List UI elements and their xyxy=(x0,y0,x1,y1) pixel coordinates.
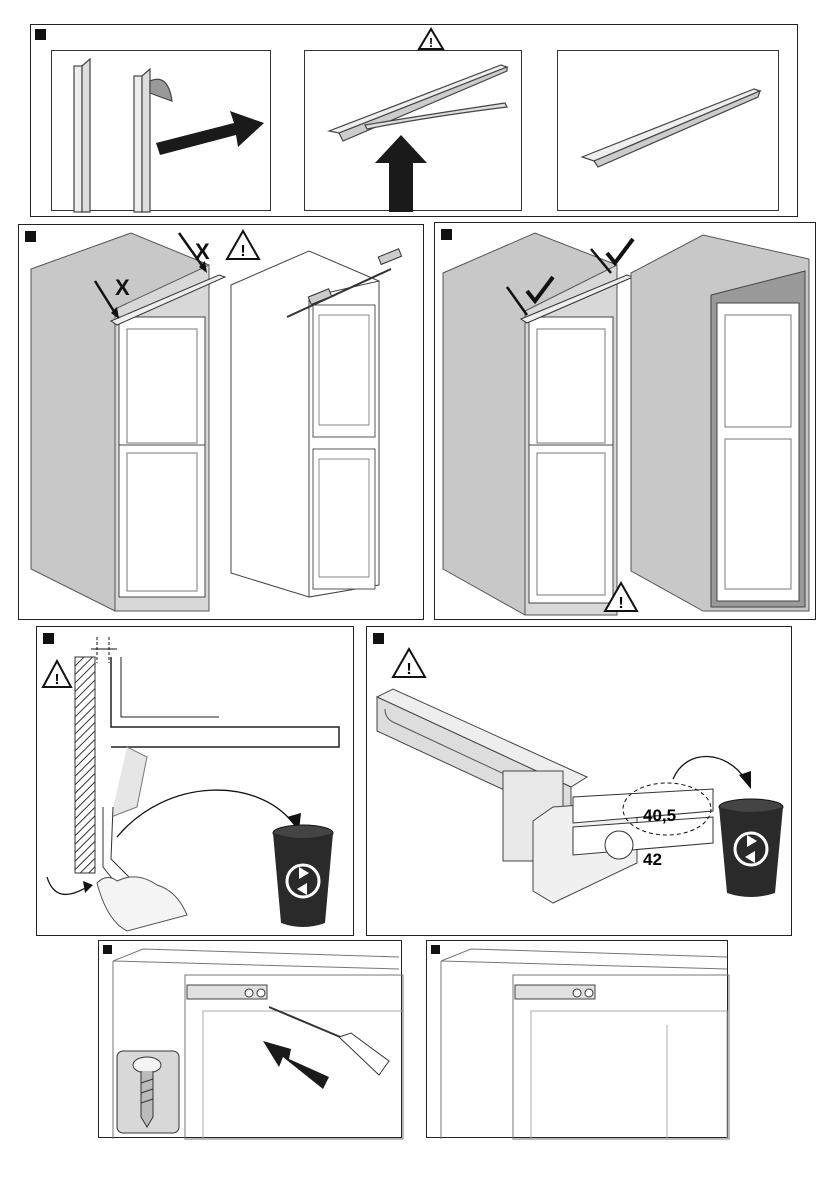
spacer-label-top: 40,5 xyxy=(643,806,676,825)
arrow-icon xyxy=(375,135,427,212)
arrow-icon xyxy=(156,111,264,155)
warning-mark: ! xyxy=(429,35,433,50)
strip-flat-illustration xyxy=(557,50,779,211)
step-spacer: ! 40,5 42 xyxy=(366,626,792,936)
svg-text:!: ! xyxy=(618,595,623,612)
strip-peel-illustration xyxy=(51,50,271,211)
arrow-icon xyxy=(263,1041,329,1089)
screwdriver-icon xyxy=(269,1007,389,1075)
screw-icon xyxy=(117,1051,179,1133)
recycle-bin-icon xyxy=(273,825,333,927)
svg-text:!: ! xyxy=(406,661,411,678)
svg-text:!: ! xyxy=(240,243,245,260)
step-hinge-done xyxy=(426,940,728,1138)
warning-triangle-icon: ! xyxy=(393,649,425,678)
step-screw-hinge xyxy=(98,940,402,1138)
step-gap-check: ! xyxy=(36,626,354,936)
cross-icon: X xyxy=(195,239,210,264)
recycle-bin-icon xyxy=(719,799,783,897)
svg-text:!: ! xyxy=(55,671,60,688)
warning-triangle-icon: ! xyxy=(43,661,71,688)
warning-triangle-icon: ! xyxy=(227,231,259,260)
step-strip-prep: ! xyxy=(30,24,798,217)
step-correct-placement: ! xyxy=(434,222,816,620)
spacer-label-bottom: 42 xyxy=(643,850,662,869)
checkmark-icon xyxy=(607,239,633,263)
step-wrong-placement: X X ! xyxy=(18,224,424,620)
cross-icon: X xyxy=(115,275,130,300)
strip-bend-illustration xyxy=(304,50,522,211)
